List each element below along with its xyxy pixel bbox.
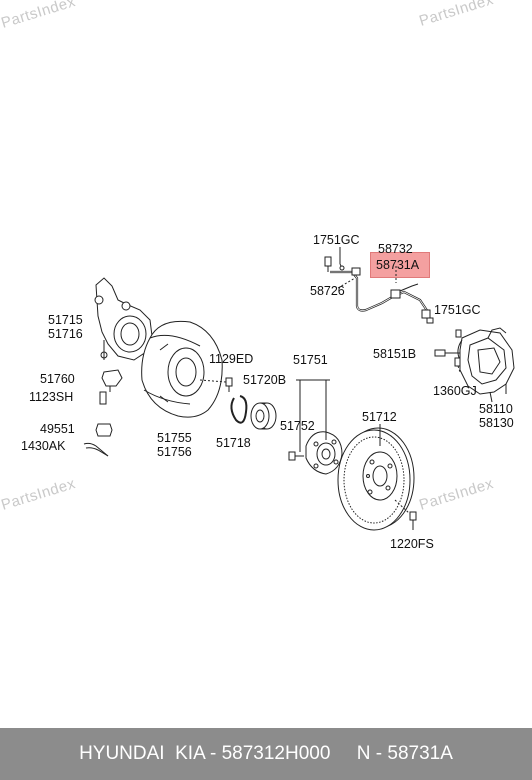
brake-hose-drawing — [324, 247, 434, 324]
label-58110: 58110 — [479, 402, 513, 416]
label-1751gc-top: 1751GC — [313, 233, 360, 247]
label-51755: 51755 — [157, 431, 192, 445]
label-51751: 51751 — [293, 353, 328, 367]
label-51718: 51718 — [216, 436, 251, 450]
snap-ring-drawing — [230, 395, 248, 424]
diagram-drawing — [83, 247, 515, 531]
label-58151b: 58151B — [373, 347, 417, 361]
label-49551: 49551 — [40, 422, 75, 436]
label-1129ed: 1129ED — [209, 352, 254, 366]
label-51760: 51760 — [40, 372, 75, 386]
label-58726: 58726 — [310, 284, 345, 298]
caliper-drawing — [434, 327, 515, 403]
dust-cover-drawing — [141, 320, 223, 418]
label-58130: 58130 — [479, 416, 514, 430]
label-1430ak: 1430AK — [21, 439, 66, 453]
label-1220fs: 1220FS — [390, 537, 434, 551]
label-1751gc-right: 1751GC — [434, 303, 481, 317]
label-51715: 51715 — [48, 313, 83, 327]
disc-drawing — [337, 424, 417, 531]
label-51712: 51712 — [362, 410, 397, 424]
label-58731a: 58731A — [376, 258, 420, 272]
label-58732: 58732 — [378, 242, 413, 256]
knuckle-drawing — [83, 277, 153, 457]
bearing-drawing — [250, 402, 277, 430]
bolt-1129ed-drawing — [199, 377, 233, 392]
label-51752: 51752 — [280, 419, 315, 433]
parts-diagram: PartsIndex PartsIndex PartsIndex PartsIn… — [0, 0, 515, 551]
part-number-footer: HYUNDAI KIA - 587312H000 N - 58731A — [0, 728, 532, 780]
label-51756: 51756 — [157, 445, 192, 459]
label-51716: 51716 — [48, 327, 83, 341]
label-51720b: 51720B — [243, 373, 287, 387]
label-1123sh: 1123SH — [29, 390, 74, 404]
highlight-58731a — [370, 252, 430, 278]
hub-drawing — [288, 379, 343, 475]
label-1360gj: 1360GJ — [433, 384, 477, 398]
